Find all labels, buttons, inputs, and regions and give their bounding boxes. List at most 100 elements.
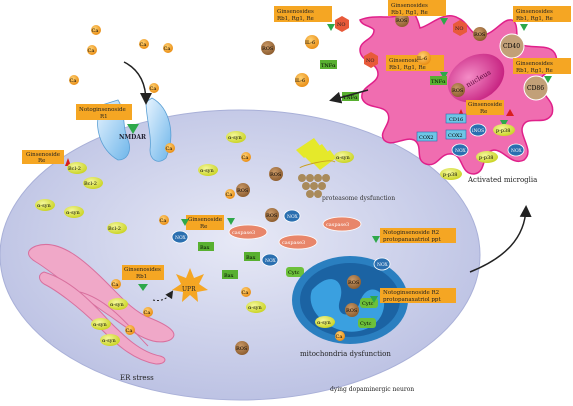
inhibit-arrow-down: [520, 24, 528, 31]
bcl2-molecule: Bcl-2: [83, 177, 103, 189]
alpha-synuclein: α-syn: [108, 298, 128, 310]
svg-text:Ca: Ca: [242, 155, 249, 161]
calcium-ion: Ca: [87, 45, 97, 55]
svg-text:R1: R1: [100, 114, 108, 120]
svg-text:TNFα: TNFα: [321, 63, 336, 69]
svg-text:Cytc: Cytc: [360, 321, 372, 327]
calcium-ion: Ca: [91, 25, 101, 35]
svg-text:NOX: NOX: [265, 258, 277, 264]
calcium-ion: Ca: [163, 43, 173, 53]
nmdar-label: NMDAR: [119, 134, 147, 141]
calcium-ion: Ca: [241, 152, 251, 162]
nox-enzyme: NOX: [261, 253, 279, 267]
svg-text:α-syn: α-syn: [102, 338, 116, 344]
ros-molecule: ROS: [265, 208, 279, 222]
drug-box-mg-mid-right: Ginsenosides Rb1, Rg1, Re: [513, 58, 571, 74]
ros-molecule: ROS: [269, 167, 283, 181]
no-molecule: NO: [335, 16, 349, 32]
svg-text:caspase3: caspase3: [232, 230, 255, 236]
mitochondria-label: mitochondria dysfunction: [300, 350, 391, 358]
svg-text:Ca: Ca: [166, 146, 173, 152]
bcl2-molecule: Bcl-2: [67, 162, 87, 174]
drug-box-ginsenoside-re-top: Ginsenoside Re: [22, 150, 64, 164]
upregulate-arrow: [65, 158, 71, 166]
svg-text:Cytc: Cytc: [362, 301, 374, 307]
upr-burst: UPR: [172, 268, 208, 302]
cd16-marker: CD16: [445, 113, 467, 124]
svg-text:Ginsenosides: Ginsenosides: [277, 9, 314, 15]
p-p38-kinase: p-p38: [440, 168, 462, 180]
calcium-ion: Ca: [165, 143, 175, 153]
cox2-marker: COX2: [416, 131, 438, 142]
svg-text:Re: Re: [480, 109, 487, 115]
p-p38-kinase: p-p38: [476, 151, 498, 163]
svg-text:Bcl-2: Bcl-2: [68, 166, 81, 172]
svg-text:ROS: ROS: [452, 88, 464, 94]
cd86-receptor: CD86: [523, 75, 549, 101]
svg-text:α-syn: α-syn: [336, 155, 350, 161]
svg-text:Ca: Ca: [164, 46, 171, 52]
svg-text:COX2: COX2: [419, 135, 434, 141]
drug-box-ginsenosides-rb1-er: Ginsenosides Rb1: [122, 265, 164, 280]
inhibit-arrow-down: [127, 124, 139, 134]
svg-text:ROS: ROS: [237, 188, 249, 194]
svg-text:ROS: ROS: [270, 172, 282, 178]
calcium-ion: Ca: [241, 287, 251, 297]
svg-text:Ginsenosides: Ginsenosides: [516, 9, 553, 15]
svg-text:Notoginsenoside: Notoginsenoside: [79, 107, 126, 113]
svg-text:Re: Re: [200, 224, 207, 230]
upregulate-arrow: [506, 109, 514, 116]
ros-molecule: ROS: [347, 275, 361, 289]
drug-box-mg-mid-left: Ginsenosides Rb1, Rg1, Re: [386, 55, 444, 71]
calcium-ion: Ca: [125, 325, 135, 335]
calcium-ion: Ca: [159, 215, 169, 225]
svg-text:NOX: NOX: [175, 235, 187, 241]
proteasome: [296, 138, 336, 198]
svg-text:caspase3: caspase3: [282, 240, 305, 246]
svg-text:α-syn: α-syn: [66, 210, 80, 216]
svg-text:Ca: Ca: [242, 290, 249, 296]
svg-text:ROS: ROS: [236, 346, 248, 352]
inos-enzyme: iNOS: [469, 123, 487, 137]
alpha-synuclein: α-syn: [315, 316, 335, 328]
svg-text:NOX: NOX: [377, 262, 389, 268]
svg-text:ROS: ROS: [266, 213, 278, 219]
upr-arrow: [152, 290, 174, 301]
drug-box-notoginsenoside-r2-upper: Notoginsenoside R2 protopanaxatriol ppt: [380, 228, 456, 243]
ros-molecule: ROS: [261, 41, 275, 55]
inhibit-arrow-down: [544, 76, 552, 83]
tnfa-cytokine: TNFα: [320, 60, 337, 69]
svg-text:Ca: Ca: [112, 282, 119, 288]
nox-enzyme: NOX: [171, 230, 189, 244]
svg-text:NOX: NOX: [287, 214, 299, 220]
svg-text:Notoginsenoside R2: Notoginsenoside R2: [383, 290, 439, 296]
calcium-ion: Ca: [143, 307, 153, 317]
drug-box-notoginsenoside-r2-lower: Notoginsenoside R2 protopanaxatriol ppt: [380, 288, 456, 303]
svg-text:α-syn: α-syn: [248, 305, 262, 311]
svg-text:Ginsenosides: Ginsenosides: [391, 3, 428, 9]
calcium-ion: Ca: [111, 279, 121, 289]
microglia-label: Activated microglia: [467, 176, 537, 184]
svg-text:caspase3: caspase3: [326, 222, 349, 228]
alpha-synuclein: α-syn: [35, 199, 55, 211]
svg-text:Ca: Ca: [88, 48, 95, 54]
svg-text:Bcl-2: Bcl-2: [84, 181, 97, 187]
svg-text:Ginsenosides: Ginsenosides: [516, 61, 553, 67]
svg-text:Ca: Ca: [150, 86, 157, 92]
bax-protein: Bax: [198, 242, 214, 251]
svg-text:p-p38: p-p38: [443, 172, 457, 178]
calcium-ion: Ca: [225, 189, 235, 199]
tnfa-cytokine: TNFα: [342, 92, 359, 101]
svg-text:Bax: Bax: [200, 245, 210, 251]
svg-text:Ca: Ca: [144, 310, 151, 316]
svg-text:CD86: CD86: [527, 85, 544, 92]
svg-text:Bcl-2: Bcl-2: [108, 226, 121, 232]
svg-text:Bax: Bax: [224, 273, 234, 279]
svg-text:iNOS: iNOS: [472, 128, 484, 134]
svg-text:Ca: Ca: [92, 28, 99, 34]
tnfa-cytokine: TNFα: [430, 76, 447, 85]
er-stress-label: ER stress: [120, 374, 154, 382]
ros-molecule: ROS: [235, 341, 249, 355]
svg-text:Ginsenosides: Ginsenosides: [389, 58, 426, 64]
cytochrome-c: Cytc: [286, 267, 304, 277]
